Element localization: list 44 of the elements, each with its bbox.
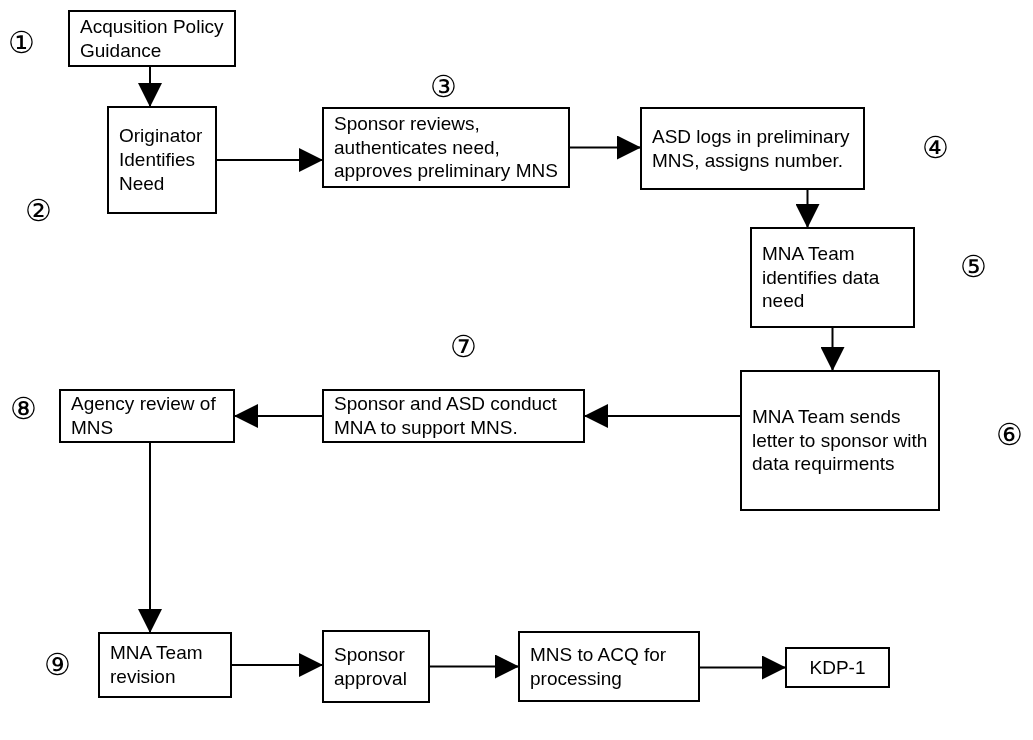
arrow: [429, 654, 519, 679]
process-box: [785, 647, 890, 688]
step-number: ③: [430, 72, 457, 102]
step-number: ⑦: [450, 332, 477, 362]
arrow: [231, 653, 323, 677]
step-text: KDP-1: [809, 655, 866, 680]
arrow: [138, 66, 162, 107]
step-number: ⑤: [960, 252, 987, 282]
arrow: [584, 404, 741, 428]
arrow: [699, 655, 786, 680]
step-text: Agency review of MNS: [71, 392, 217, 440]
step-text: MNS to ACQ for processing: [530, 642, 668, 691]
arrow: [138, 442, 162, 633]
arrow: [820, 327, 845, 371]
process-box: [750, 227, 915, 328]
step-text: ASD logs in preliminary MNS, assigns number.: [652, 124, 851, 173]
process-box: [107, 106, 217, 214]
step-text: Originator Identifies Need: [119, 124, 204, 196]
process-box: [740, 370, 940, 511]
process-box: [322, 107, 570, 188]
step-text: Sponsor and ASD conduct MNA to support MNS.: [334, 392, 558, 440]
arrow: [795, 189, 820, 228]
step-text: Sponsor approval: [334, 642, 408, 691]
step-text: MNA Team revision: [110, 641, 204, 689]
step-text: MNA Team sends letter to sponsor with data requirments: [752, 404, 928, 477]
process-box: [68, 10, 236, 67]
step-number: ①: [8, 28, 35, 58]
step-text: Acqusition Policy Guidance: [80, 14, 224, 63]
process-box: [98, 632, 232, 698]
step-text: Sponsor reviews, authenticates need, approves preliminary MNS: [334, 111, 558, 184]
step-text: MNA Team identifies data need: [762, 241, 881, 314]
step-number: ⑧: [10, 394, 37, 424]
arrow: [234, 404, 323, 428]
step-number: ②: [25, 196, 52, 226]
process-box: [518, 631, 700, 702]
process-box: [322, 389, 585, 443]
step-number: ⑨: [44, 650, 71, 680]
arrow: [216, 148, 323, 172]
arrow: [569, 135, 641, 160]
process-box: [59, 389, 235, 443]
step-number: ④: [922, 133, 949, 163]
process-box: [322, 630, 430, 703]
step-number: ⑥: [996, 420, 1023, 450]
process-box: [640, 107, 865, 190]
